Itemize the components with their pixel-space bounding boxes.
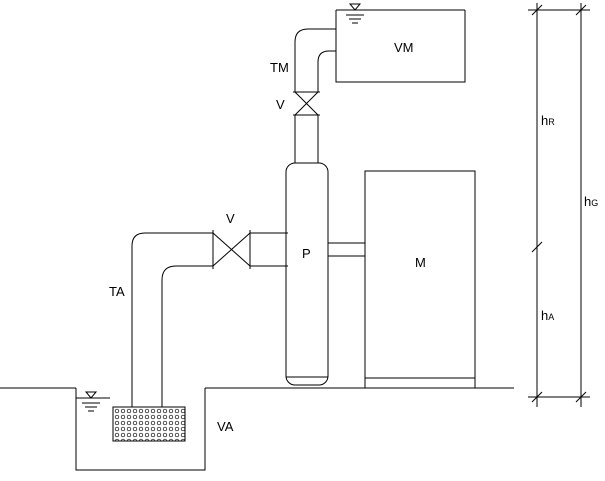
upper-tank-label: VM (394, 40, 414, 55)
suction-pipe-label: TA (109, 284, 125, 299)
pump-outlet-pipe (294, 115, 319, 163)
lower-tank (75, 388, 206, 471)
suction-pipe (131, 232, 213, 407)
lower-tank-label: VA (217, 419, 234, 434)
upper-valve-label: V (276, 97, 285, 112)
suction-strainer (112, 406, 186, 442)
upper-tank (335, 3, 466, 83)
dimension-lines (528, 3, 590, 407)
lower-water-level-icon (76, 391, 110, 412)
ha-dimension-label: hA (541, 308, 554, 323)
hg-dimension-label: hG (584, 194, 598, 209)
delivery-pipe (294, 28, 336, 92)
hr-dimension-label: hR (541, 113, 555, 128)
upper-valve (293, 91, 320, 116)
pump-label: P (302, 246, 311, 261)
lower-valve (212, 230, 288, 269)
delivery-pipe-label: TM (270, 60, 289, 75)
upper-water-level-icon (336, 3, 465, 24)
pump (285, 162, 365, 386)
motor (364, 170, 476, 389)
lower-valve-label: V (226, 211, 235, 226)
motor-label: M (415, 255, 426, 270)
